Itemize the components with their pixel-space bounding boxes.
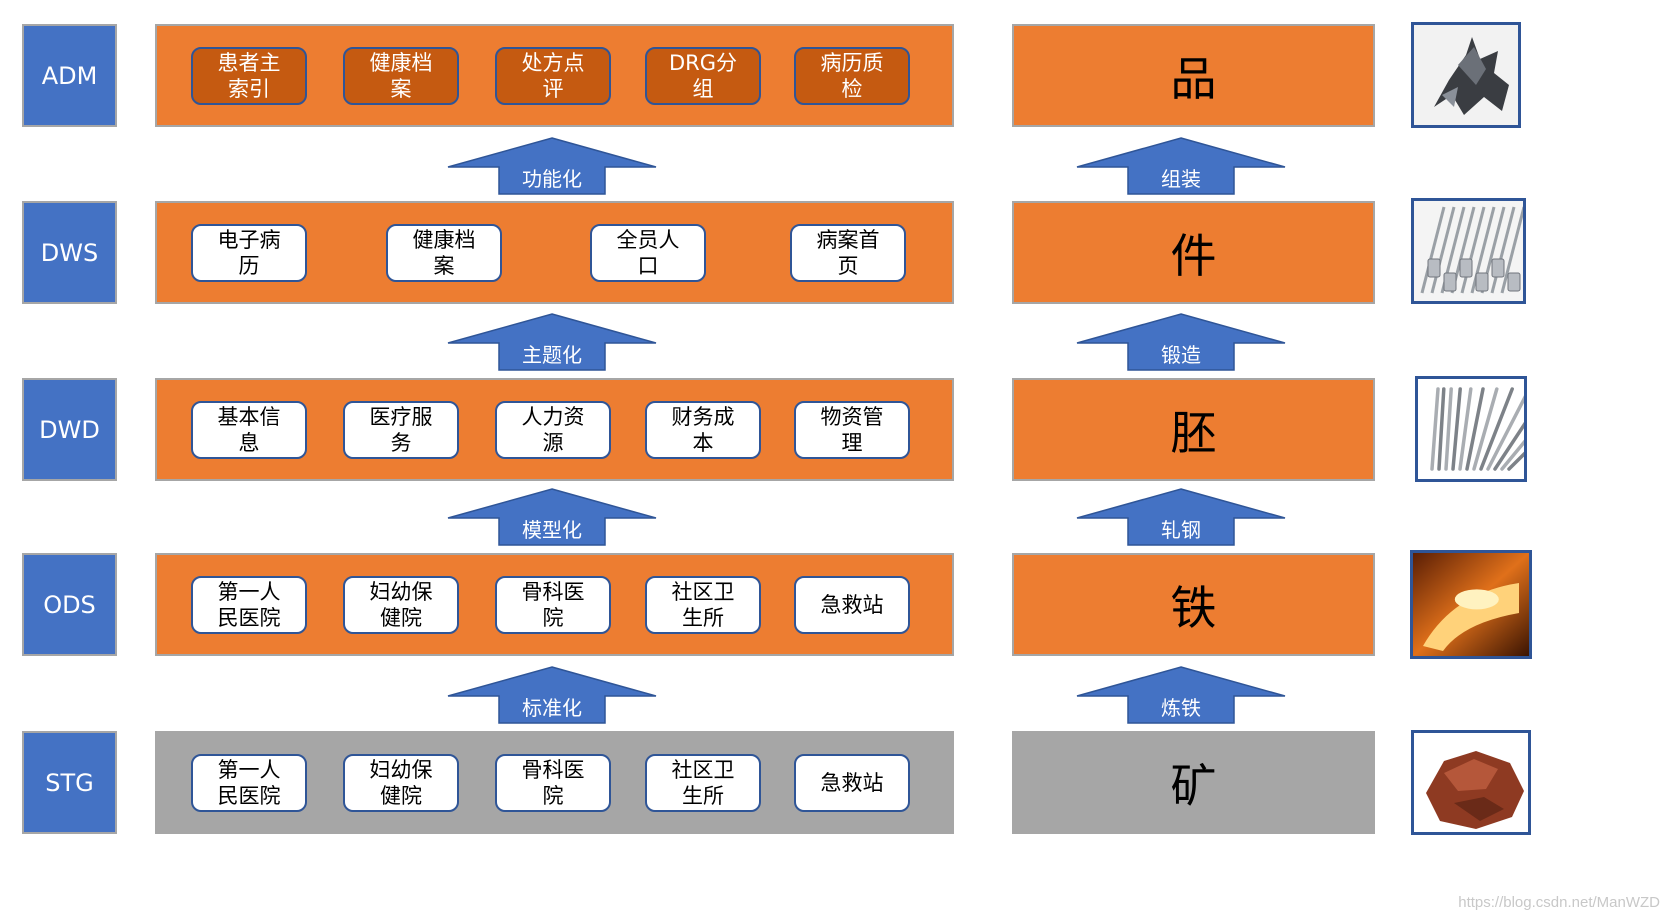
stage-box: 矿 xyxy=(1012,731,1375,834)
process-step-arrow-icon xyxy=(447,313,657,371)
process-step-label: 标准化 xyxy=(522,695,582,720)
layer-item: 社区卫 生所 xyxy=(645,575,761,634)
process-step-arrow-icon xyxy=(447,666,657,724)
manufacturing-step-label: 炼铁 xyxy=(1161,695,1201,720)
manufacturing-step-arrow-icon xyxy=(1076,488,1286,546)
layer-item: 处方点 评 xyxy=(495,46,611,105)
layer-item: 病案首 页 xyxy=(790,223,906,282)
process-step-arrow-icon xyxy=(447,137,657,195)
steel-parts-photo-icon xyxy=(1414,201,1523,301)
layer-item: 妇幼保 健院 xyxy=(343,753,459,812)
manufacturing-step-label: 轧钢 xyxy=(1161,517,1201,542)
iron-ore-photo xyxy=(1411,730,1531,835)
layer-item: 物资管 理 xyxy=(794,400,910,459)
manufacturing-step-arrow-icon xyxy=(1076,137,1286,195)
stage-box: 胚 xyxy=(1012,378,1375,481)
robot-sculpture-photo-icon xyxy=(1414,25,1518,125)
steel-parts-photo xyxy=(1411,198,1526,304)
layer-item: 电子病 历 xyxy=(191,223,307,282)
steel-rods-photo xyxy=(1415,376,1527,482)
layer-item: DRG分 组 xyxy=(645,46,761,105)
process-step-label: 主题化 xyxy=(522,342,582,367)
layer-item: 医疗服 务 xyxy=(343,400,459,459)
layer-item: 健康档 案 xyxy=(343,46,459,105)
iron-ore-photo-icon xyxy=(1414,733,1528,832)
watermark-text: https://blog.csdn.net/ManWZD xyxy=(1458,894,1660,911)
manufacturing-step-arrow-icon xyxy=(1076,313,1286,371)
steel-rods-photo-icon xyxy=(1418,379,1524,479)
stage-box: 铁 xyxy=(1012,553,1375,656)
layer-tag-ods: ODS xyxy=(22,553,117,656)
layer-item: 急救站 xyxy=(794,575,910,634)
manufacturing-step-label: 组装 xyxy=(1161,166,1201,191)
molten-iron-photo xyxy=(1410,550,1532,659)
layer-item: 急救站 xyxy=(794,753,910,812)
layer-item: 病历质 检 xyxy=(794,46,910,105)
process-step-label: 模型化 xyxy=(522,517,582,542)
layer-item: 全员人 口 xyxy=(590,223,706,282)
layer-item: 患者主 索引 xyxy=(191,46,307,105)
process-step-label: 功能化 xyxy=(522,166,582,191)
manufacturing-step-arrow-icon xyxy=(1076,666,1286,724)
robot-sculpture-photo xyxy=(1411,22,1521,128)
manufacturing-step-label: 锻造 xyxy=(1161,342,1201,367)
stage-box: 件 xyxy=(1012,201,1375,304)
layer-item: 骨科医 院 xyxy=(495,753,611,812)
layer-item: 基本信 息 xyxy=(191,400,307,459)
process-step-arrow-icon xyxy=(447,488,657,546)
layer-tag-adm: ADM xyxy=(22,24,117,127)
stage-box: 品 xyxy=(1012,24,1375,127)
layer-item: 健康档 案 xyxy=(386,223,502,282)
molten-iron-photo-icon xyxy=(1413,553,1529,656)
layer-tag-dwd: DWD xyxy=(22,378,117,481)
layer-item: 第一人 民医院 xyxy=(191,753,307,812)
layer-item: 财务成 本 xyxy=(645,400,761,459)
layer-item: 社区卫 生所 xyxy=(645,753,761,812)
layer-tag-dws: DWS xyxy=(22,201,117,304)
layer-tag-stg: STG xyxy=(22,731,117,834)
layer-item: 第一人 民医院 xyxy=(191,575,307,634)
layer-item: 妇幼保 健院 xyxy=(343,575,459,634)
layer-item: 人力资 源 xyxy=(495,400,611,459)
layer-item: 骨科医 院 xyxy=(495,575,611,634)
